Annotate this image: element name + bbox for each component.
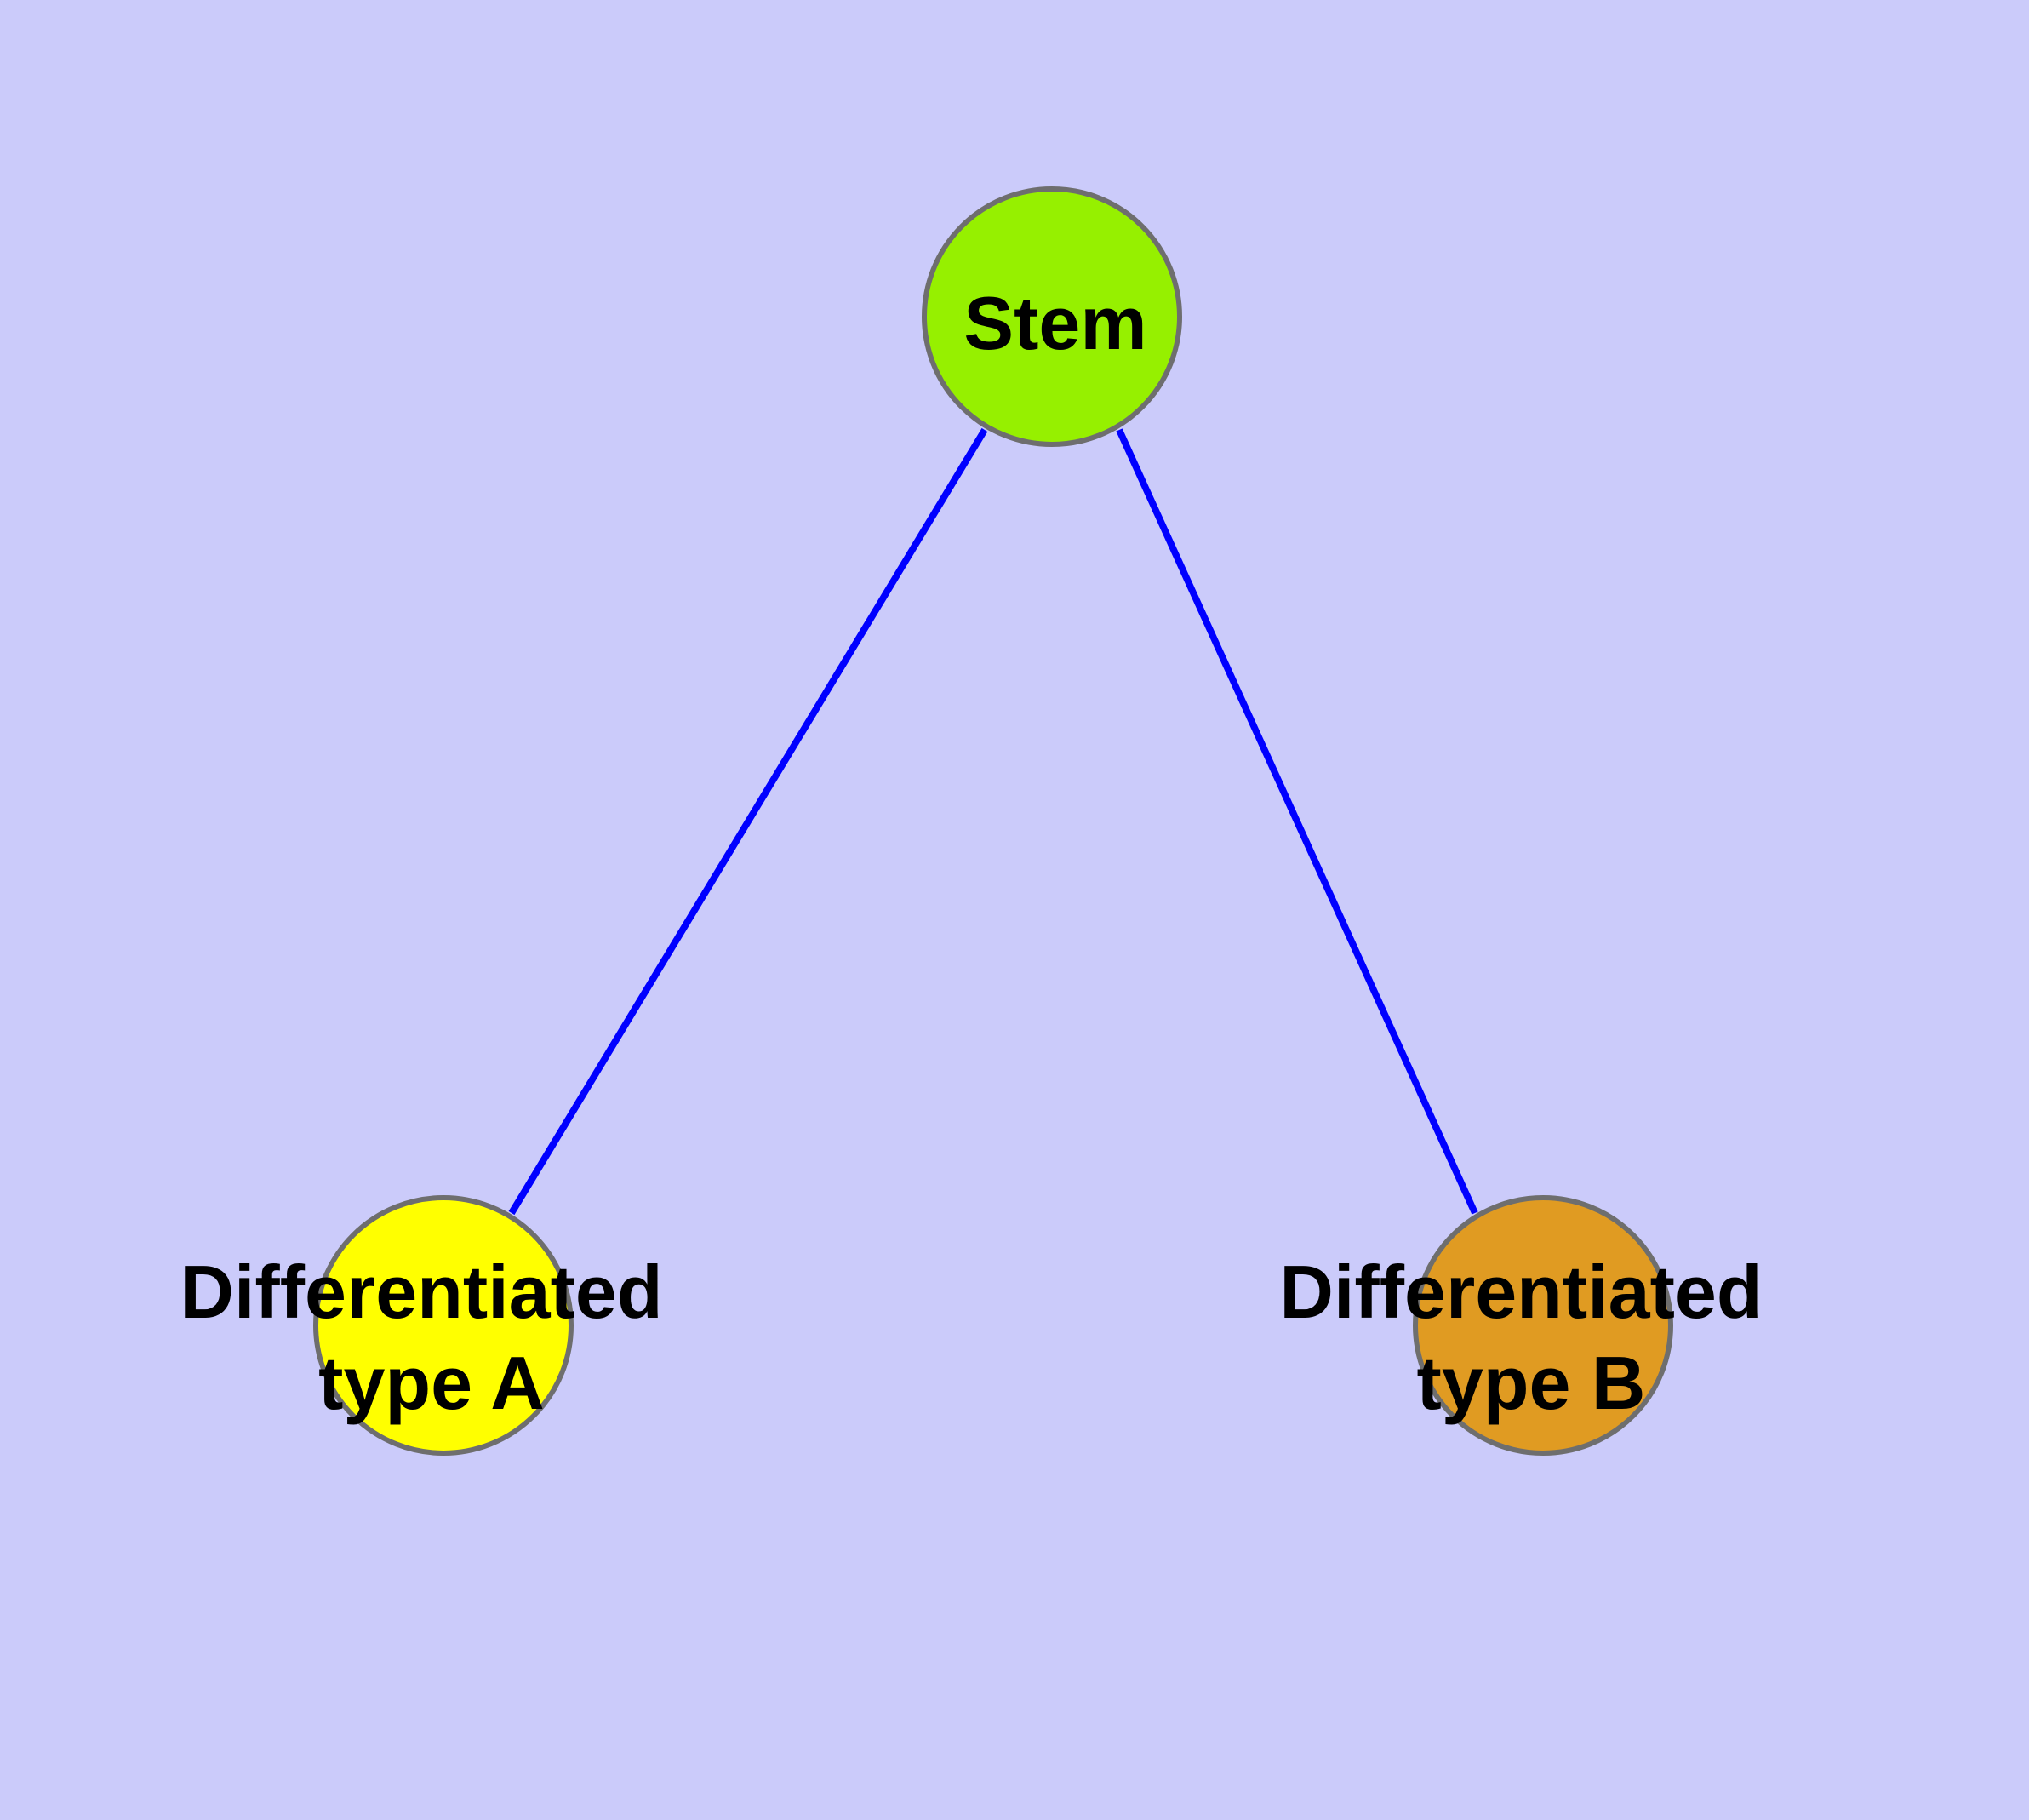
edge-stem-to-differentiated-type-b[interactable] xyxy=(1116,428,1478,1215)
stem-node-label: Stem xyxy=(963,281,1146,365)
differentiated-type-a-label-line2: type A xyxy=(318,1341,545,1425)
nodes-group: Stem Differentiated type A Differentiate… xyxy=(180,186,1763,1456)
stem-node-circle[interactable] xyxy=(922,186,1182,447)
node-differentiated-type-a[interactable]: Differentiated type A xyxy=(180,1195,663,1456)
differentiated-type-a-node-circle[interactable] xyxy=(313,1195,574,1456)
differentiated-type-a-label-line1: Differentiated xyxy=(180,1250,662,1334)
edge-stem-to-differentiated-type-a[interactable] xyxy=(508,427,988,1216)
node-stem[interactable]: Stem xyxy=(922,186,1182,447)
edges-group xyxy=(508,427,1478,1216)
differentiated-type-b-label-line2: type B xyxy=(1417,1341,1646,1425)
differentiated-type-b-node-circle[interactable] xyxy=(1413,1195,1673,1456)
node-differentiated-type-b[interactable]: Differentiated type B xyxy=(1279,1195,1763,1456)
differentiated-type-b-label-line1: Differentiated xyxy=(1279,1250,1762,1334)
